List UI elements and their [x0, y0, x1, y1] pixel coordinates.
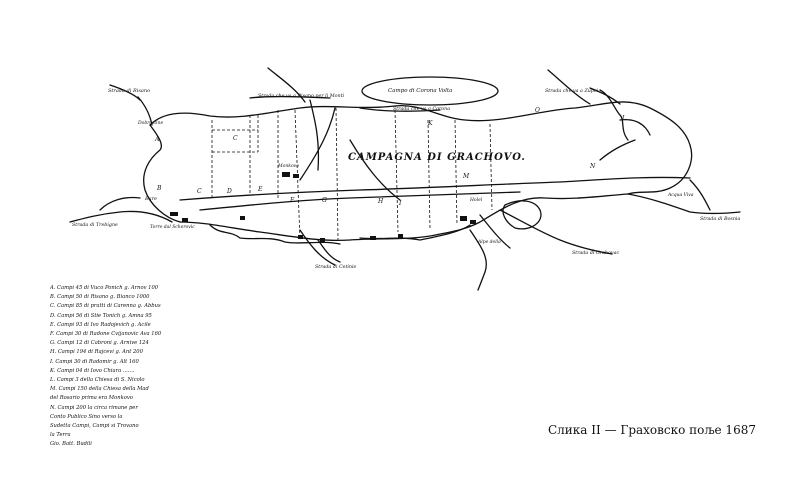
- road-secondary: [199, 191, 521, 211]
- road-label-corona: Strada che va a Corona: [393, 106, 450, 112]
- settlement-mark: [470, 220, 476, 224]
- campo-corona-ellipse: [361, 76, 499, 106]
- legend-item: E. Campi 93 di Ivo Radojevich g. Acile: [50, 321, 151, 328]
- field-letter: G: [322, 197, 327, 204]
- road-diagonal-2: [349, 139, 401, 201]
- settlement-mark: [182, 218, 188, 222]
- settlement-mark: [320, 238, 325, 242]
- field-outline-south: [179, 193, 629, 242]
- legend-item: B. Campi 50 di Risano g. Bianco 1000: [50, 294, 150, 301]
- place-monkovo: Monkovo: [277, 163, 299, 169]
- legend-item: K. Campi 04 di Iovo Chiara .......: [50, 367, 135, 374]
- field-letter: M: [462, 173, 470, 180]
- hotel-lake: [502, 200, 542, 230]
- river-south-2: [479, 214, 511, 249]
- legend-item: H. Campi 194 di Rajcevi g. Ant 200: [50, 349, 143, 356]
- road-label-trebigne: Strada di Trebigne: [72, 222, 118, 228]
- field-letter: B: [156, 185, 162, 192]
- legend-item: del Rosario prima era Monkovo: [50, 395, 133, 402]
- river-south: [469, 229, 487, 291]
- road-diagonal-1: [299, 107, 336, 181]
- river-east: [599, 89, 629, 141]
- legend-item: L. Campi 3 della Chiesa di S. Nicolo: [50, 377, 145, 384]
- division-line: [394, 109, 399, 233]
- field-letter: E: [257, 186, 263, 193]
- field-letter: C: [233, 135, 238, 142]
- legend-item: N. Campi 200 la circa rimane per: [50, 404, 138, 411]
- field-letter: F: [289, 197, 295, 204]
- field-outline-east: [627, 144, 693, 195]
- field-main-label: CAMPAGNA DI GRACHOVO.: [348, 152, 526, 163]
- south-hills: [209, 224, 341, 245]
- field-letter: L: [621, 115, 626, 122]
- legend-item: Conto Publico Sino verso la: [50, 413, 123, 420]
- division-line: [427, 119, 431, 231]
- field-letter: N: [589, 163, 596, 170]
- place-bare: Bare: [144, 196, 157, 202]
- field-letter: C: [197, 188, 202, 195]
- figure-caption: Слика II — Граховско поље 1687: [548, 423, 756, 437]
- legend-item: F. Campi 30 di Radone Cvijanovic Ava 160: [50, 331, 162, 338]
- settlement-mark: [370, 236, 376, 240]
- legend-item: Sudetta Campi, Campi si Trovano: [50, 423, 139, 430]
- field-letter: H: [377, 198, 384, 205]
- western-hills: [99, 196, 141, 211]
- field-letter: A: [154, 136, 160, 143]
- road-diagonal-3: [309, 99, 320, 171]
- map-legend: A. Campi 45 di Vuco Ponich g. Arnov 100 …: [50, 284, 220, 450]
- settlement-mark: [460, 216, 467, 221]
- place-torre: Torre dal Scherovic: [150, 224, 195, 230]
- western-shore: [69, 210, 173, 223]
- legend-signature: Gio. Batt. Budili: [50, 441, 92, 448]
- road-risano-monti: [267, 67, 306, 103]
- settlement-mark: [170, 212, 178, 216]
- place-alpe: Alpe della: [477, 239, 501, 245]
- field-outline-north: [149, 101, 691, 146]
- legend-item: la Terra: [50, 432, 71, 439]
- legend-item: M. Campi 150 della Chiesa della Mad: [50, 386, 149, 393]
- road-cetinie: [299, 229, 336, 266]
- road-zupci: [547, 69, 591, 105]
- settlement-mark: [282, 172, 290, 177]
- south-hills-2: [359, 224, 471, 241]
- field-letter: O: [535, 107, 540, 114]
- river-east-2: [619, 118, 651, 136]
- road-grahovac: [499, 209, 613, 255]
- road-risano-monti-ext: [249, 95, 331, 99]
- settlement-mark: [240, 216, 245, 220]
- settlement-mark: [298, 235, 303, 239]
- legend-item: G. Campi 12 di Cabroni g. Arnive 124: [50, 340, 149, 347]
- place-dobrostine: Dobrostine: [137, 120, 164, 126]
- settlement-mark: [398, 234, 403, 238]
- field-letter: I: [398, 200, 402, 207]
- place-hotel: Holel: [469, 197, 483, 203]
- place-acqua-viva: Acqua Viva: [667, 192, 694, 198]
- road-label-risano-monti: Strada che va a Risano per li Monti: [258, 93, 345, 99]
- division-line: [335, 107, 339, 241]
- road-risano-ext: [109, 84, 141, 101]
- legend-item: A. Campi 45 di Vuco Ponich g. Arnov 100: [50, 285, 159, 291]
- field-letter: K: [427, 120, 433, 127]
- field-outline-west: [143, 124, 181, 223]
- legend-item: I. Campi 30 di Radomir g. Alt 160: [50, 358, 139, 365]
- road-main-ew: [179, 176, 691, 201]
- road-label-risano: Strada di Risano: [108, 88, 150, 94]
- road-label-zupci: Strada che va a Zupci: [545, 88, 599, 94]
- stream-ne: [599, 139, 636, 161]
- field-letter: D: [226, 188, 232, 195]
- division-line: [454, 119, 458, 226]
- road-corona: [359, 107, 441, 112]
- road-bosnia: [627, 193, 741, 215]
- division-line: [489, 123, 493, 211]
- road-label-cetinie: Strada di Cetinie: [315, 264, 357, 270]
- road-label-grahovac: Strada di Grahovac: [572, 250, 619, 256]
- road-label-bosnia: Strada di Bosnia: [700, 216, 740, 222]
- settlement-mark: [293, 174, 299, 178]
- legend-item: D. Campi 56 di Stie Tonich g. Amna 95: [50, 312, 152, 319]
- legend-item: C. Campi 85 di pratti di Carenna g. Abbu…: [50, 303, 161, 310]
- campo-corona-label: Campo di Corona Volta: [388, 88, 452, 94]
- road-bosnia-2: [689, 179, 711, 211]
